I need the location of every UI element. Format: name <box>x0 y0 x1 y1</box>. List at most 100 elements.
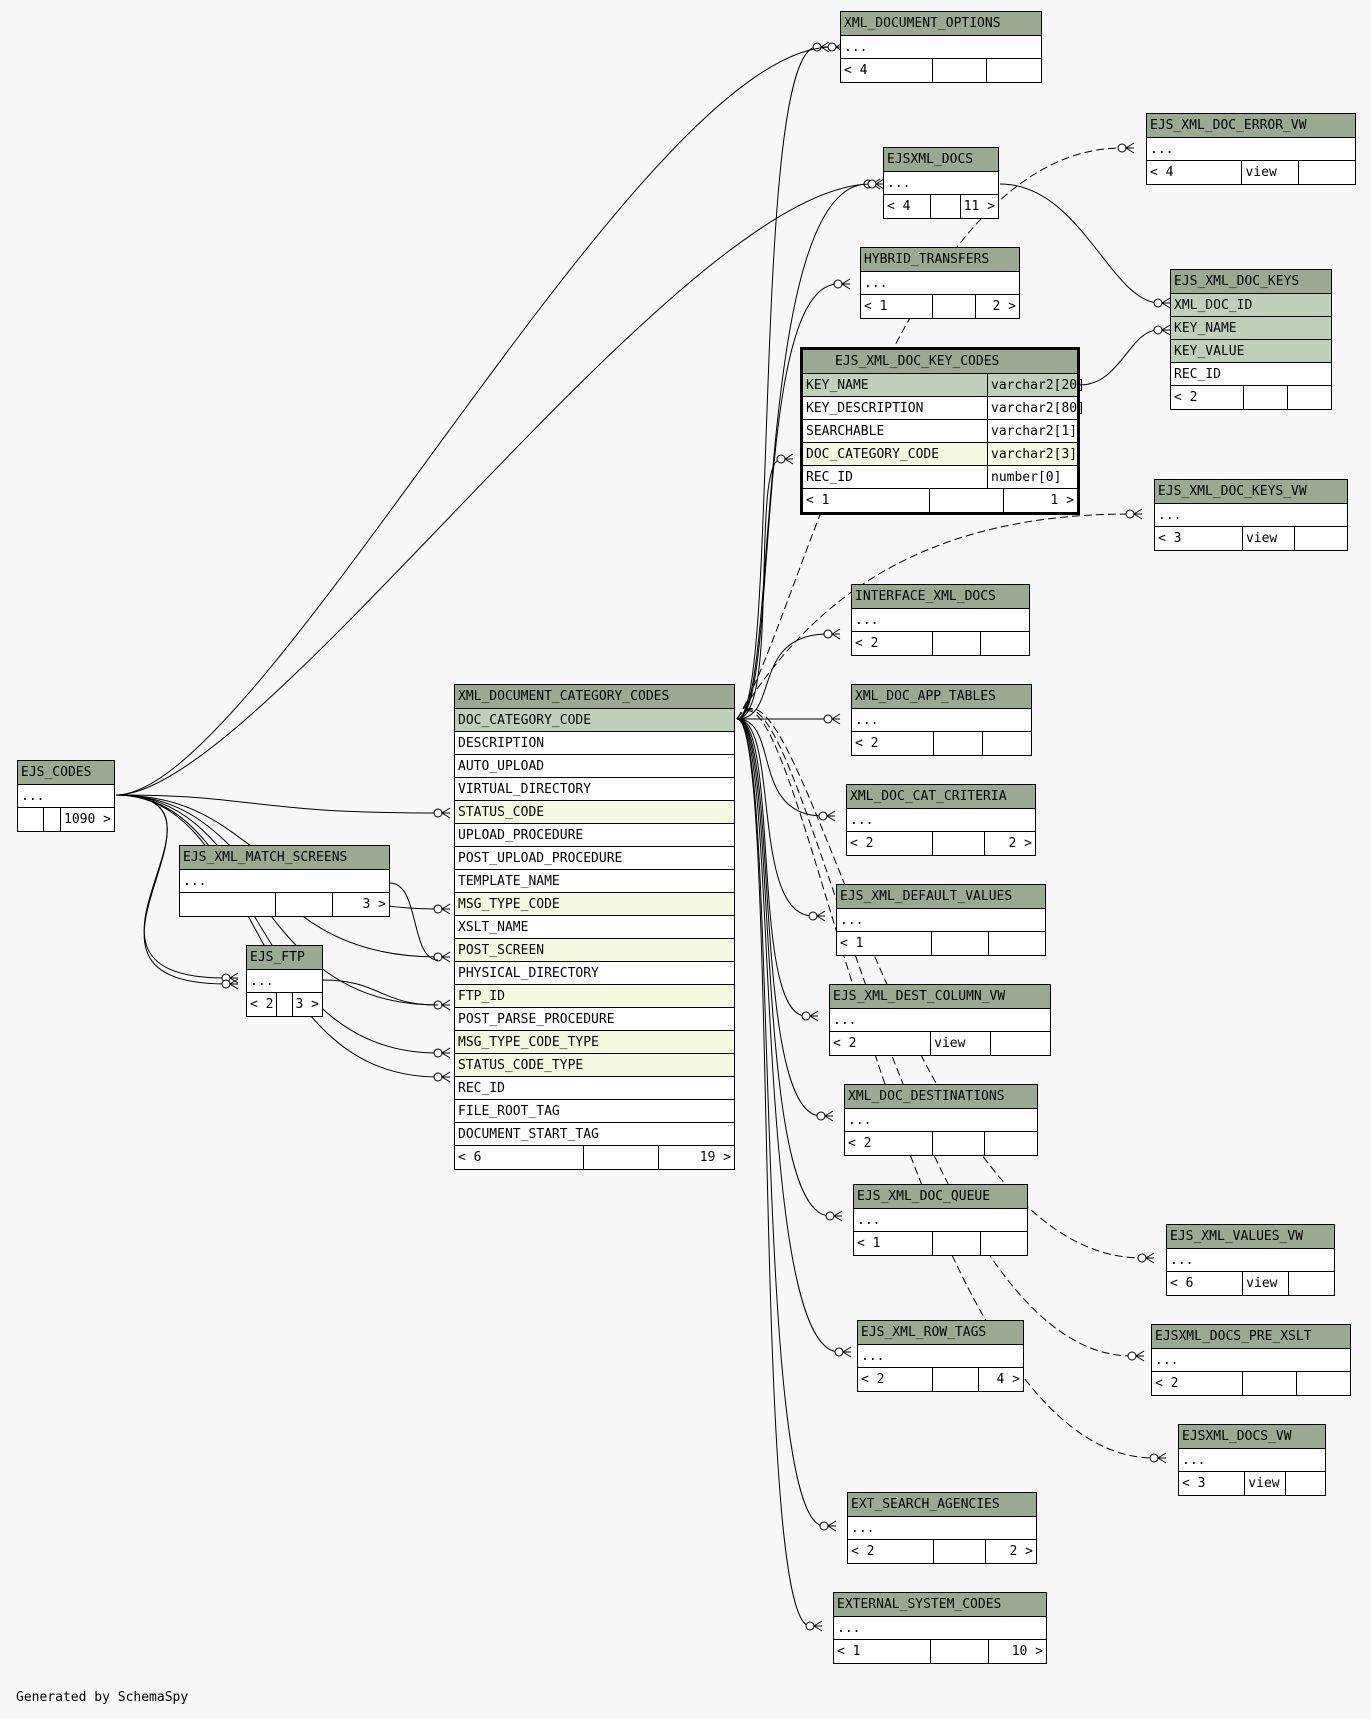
children-count[interactable]: 1090 > <box>64 812 111 827</box>
rows-count[interactable]: view <box>1243 1272 1290 1295</box>
children-count[interactable] <box>1295 527 1347 550</box>
rows-count[interactable] <box>931 195 961 218</box>
children-count[interactable]: 2 > <box>1009 1544 1033 1559</box>
children-count[interactable] <box>981 1232 1028 1255</box>
parents-count[interactable]: < 4 <box>841 59 933 82</box>
children-count[interactable] <box>1299 161 1355 184</box>
rows-count[interactable] <box>1243 1372 1297 1395</box>
many-end-marker <box>1137 1253 1147 1263</box>
children-count[interactable]: 19 > <box>699 1150 731 1165</box>
table-ejs-xml-default-values[interactable]: EJS_XML_DEFAULT_VALUES...< 1 <box>836 884 1046 956</box>
parents-count[interactable]: < 1 <box>854 1232 933 1255</box>
children-count[interactable] <box>1289 1272 1334 1295</box>
children-count[interactable] <box>981 632 1029 655</box>
rows-count[interactable] <box>276 893 333 916</box>
children-count[interactable]: 11 > <box>963 199 995 214</box>
children-count[interactable]: 2 > <box>1008 836 1032 851</box>
children-count[interactable]: 10 > <box>1011 1644 1044 1659</box>
table-xml-doc-destinations[interactable]: XML_DOC_DESTINATIONS...< 2 <box>844 1084 1038 1156</box>
parents-count[interactable]: < 2 <box>852 732 934 755</box>
parents-count[interactable]: < 4 <box>1147 161 1243 184</box>
parents-count[interactable]: < 2 <box>848 1540 935 1563</box>
rows-count[interactable] <box>1244 386 1288 409</box>
children-count[interactable] <box>983 732 1031 755</box>
rows-count[interactable]: view <box>1243 527 1296 550</box>
children-count[interactable]: 2 > <box>992 299 1016 314</box>
rows-count[interactable] <box>932 932 990 955</box>
rows-count[interactable]: view <box>1242 161 1300 184</box>
children-count[interactable] <box>989 932 1045 955</box>
parents-count[interactable]: < 2 <box>247 993 278 1016</box>
children-count[interactable]: 3 > <box>295 997 319 1012</box>
rows-count[interactable] <box>930 489 1004 512</box>
parents-count[interactable]: < 2 <box>858 1368 934 1391</box>
rows-count[interactable] <box>584 1146 660 1169</box>
parents-count[interactable]: < 4 <box>884 195 932 218</box>
table-ejsxml-docs-pre-xslt[interactable]: EJSXML_DOCS_PRE_XSLT...< 2 <box>1151 1324 1351 1396</box>
parents-count[interactable]: < 2 <box>1171 386 1244 409</box>
column-ellipsis: ... <box>852 609 1029 632</box>
parents-count[interactable]: < 6 <box>1167 1272 1244 1295</box>
table-ejs-xml-doc-queue[interactable]: EJS_XML_DOC_QUEUE...< 1 <box>853 1184 1028 1256</box>
parents-count[interactable]: < 2 <box>1152 1372 1243 1395</box>
children-count[interactable] <box>1288 386 1331 409</box>
table-xml-document-options[interactable]: XML_DOCUMENT_OPTIONS...< 4 <box>840 11 1042 83</box>
rows-count[interactable] <box>44 808 62 831</box>
rows-count[interactable]: view <box>1245 1472 1286 1495</box>
table-footer: 1090 > <box>18 808 114 831</box>
parents-count[interactable] <box>18 808 44 831</box>
children-count[interactable] <box>985 1132 1037 1155</box>
parents-count[interactable]: < 2 <box>847 832 934 855</box>
rows-count[interactable] <box>933 1232 981 1255</box>
rows-count[interactable] <box>933 632 982 655</box>
parents-count[interactable]: < 2 <box>845 1132 933 1155</box>
parents-count[interactable] <box>180 893 276 916</box>
rows-count[interactable] <box>277 993 293 1016</box>
rows-count[interactable]: view <box>931 1032 992 1055</box>
rows-count[interactable] <box>931 1640 990 1663</box>
table-interface-xml-docs[interactable]: INTERFACE_XML_DOCS...< 2 <box>851 584 1030 656</box>
rows-count[interactable] <box>933 832 985 855</box>
rows-count[interactable] <box>933 295 977 318</box>
children-count[interactable]: 4 > <box>996 1372 1020 1387</box>
parents-count[interactable]: < 3 <box>1179 1472 1246 1495</box>
children-count[interactable] <box>987 59 1041 82</box>
children-count[interactable] <box>991 1032 1050 1055</box>
rows-count[interactable] <box>933 1132 986 1155</box>
table-ejs-codes[interactable]: EJS_CODES...1090 > <box>17 760 115 832</box>
children-count[interactable]: 3 > <box>362 897 386 912</box>
rows-count[interactable] <box>933 59 988 82</box>
rows-count[interactable] <box>934 732 983 755</box>
children-count[interactable] <box>1286 1472 1325 1495</box>
table-xml-doc-app-tables[interactable]: XML_DOC_APP_TABLES...< 2 <box>851 684 1032 756</box>
parents-count[interactable]: < 1 <box>803 489 930 512</box>
column-type: varchar2[1] <box>987 420 1077 442</box>
table-ejs-xml-match-screens[interactable]: EJS_XML_MATCH_SCREENS...3 > <box>179 845 390 917</box>
parents-count[interactable]: < 1 <box>834 1640 932 1663</box>
children-count[interactable] <box>1297 1372 1350 1395</box>
parents-count[interactable]: < 2 <box>830 1032 932 1055</box>
parents-count[interactable]: < 2 <box>852 632 933 655</box>
children-count[interactable]: 1 > <box>1050 493 1074 508</box>
parents-count[interactable]: < 1 <box>837 932 933 955</box>
parents-count[interactable]: < 6 <box>455 1146 584 1169</box>
parents-count[interactable]: < 3 <box>1155 527 1243 550</box>
rows-count[interactable] <box>933 1368 979 1391</box>
parents-count[interactable]: < 1 <box>861 295 933 318</box>
rows-count[interactable] <box>934 1540 986 1563</box>
